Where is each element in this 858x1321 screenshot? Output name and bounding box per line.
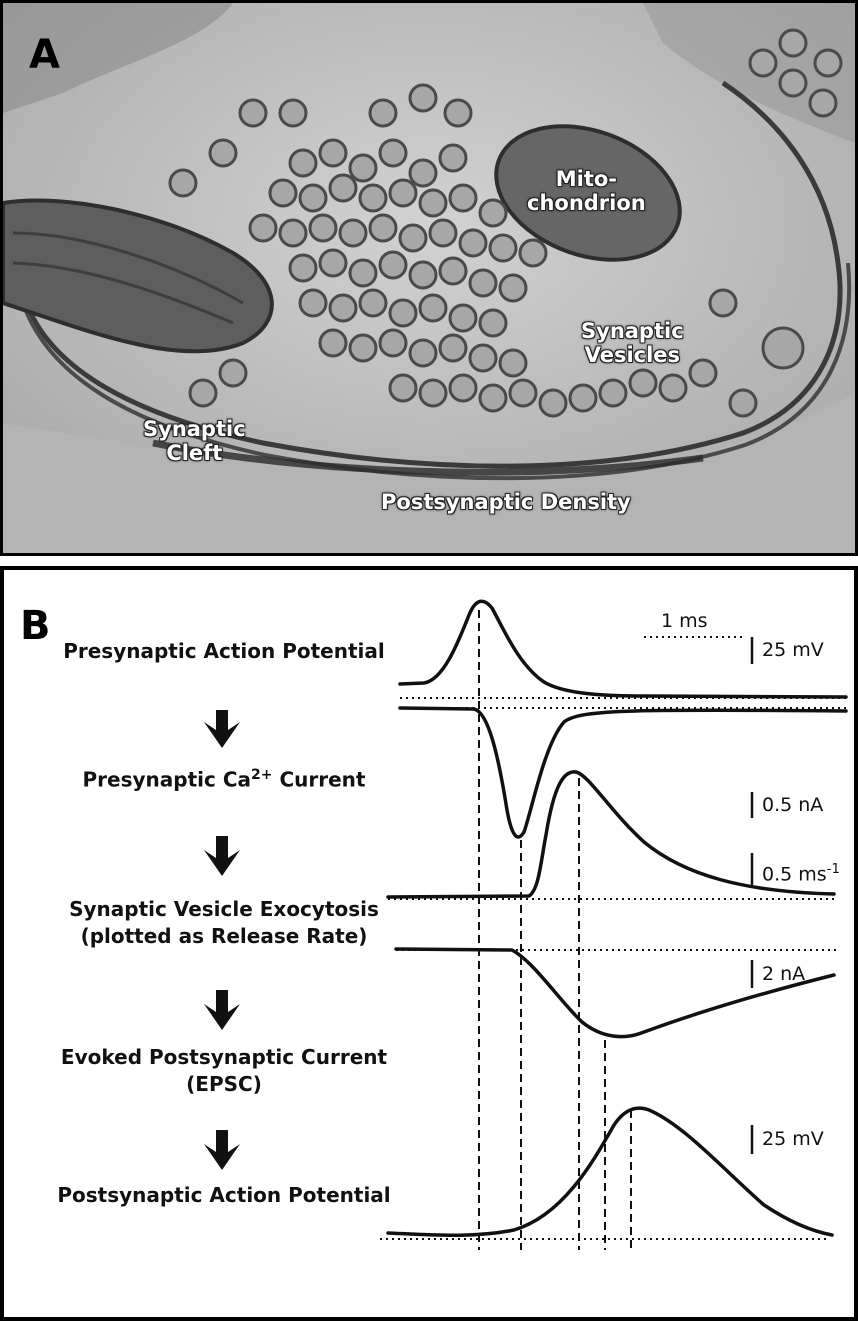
step-epsc-line1: Evoked Postsynaptic Current [4,1044,444,1071]
ca-current-scale-label: 0.5 nA [762,794,823,816]
synaptic-vesicles-label-line2: Vesicles [581,343,684,367]
step-postsynaptic-ap: Postsynaptic Action Potential [4,1182,444,1209]
down-arrow-icon [204,710,240,748]
release-rate-scale-label: 0.5 ms-1 [762,862,840,885]
step-epsc: Evoked Postsynaptic Current (EPSC) [4,1044,444,1098]
release-rate-scale-exponent: -1 [827,862,840,877]
synaptic-cleft-label: Synaptic Cleft [143,417,246,465]
step-ca-current-superscript: 2+ [251,767,272,783]
step-ca-current-text: Presynaptic Ca [83,768,252,792]
step-epsc-line2: (EPSC) [4,1071,444,1098]
postsynaptic-density-label: Postsynaptic Density [381,490,631,514]
release-rate-scale-value: 0.5 ms [762,863,827,885]
down-arrow-icon [204,836,240,876]
electron-micrograph [3,3,855,553]
presynaptic-ap-scale-label: 25 mV [762,639,824,661]
synaptic-cleft-label-line2: Cleft [143,441,246,465]
step-vesicle-exocytosis-line1: Synaptic Vesicle Exocytosis [4,896,444,923]
postsynaptic-ap-scale-label: 25 mV [762,1128,824,1150]
mitochondrion-label: Mito- chondrion [527,167,646,215]
ca-current-trace [400,708,846,837]
panel-b-cascade: B Presynaptic Action Potential Presynapt… [0,566,858,1321]
synaptic-vesicles-label: Synaptic Vesicles [581,319,684,367]
mitochondrion-label-line2: chondrion [527,191,646,215]
mitochondrion-label-line1: Mito- [527,167,646,191]
step-vesicle-exocytosis-line2: (plotted as Release Rate) [4,923,444,950]
down-arrow-icon [204,990,240,1030]
panel-a-micrograph: A Mito- chondrion Synaptic Vesicles Syna… [0,0,858,556]
synaptic-cleft-label-line1: Synaptic [143,417,246,441]
down-arrow-icon [204,1130,240,1170]
time-scale-label: 1 ms [661,610,708,632]
step-ca-current: Presynaptic Ca2+ Current [4,762,444,794]
synaptic-vesicles-label-line1: Synaptic [581,319,684,343]
epsc-scale-label: 2 nA [762,963,805,985]
step-ca-current-suffix: Current [273,768,366,792]
step-vesicle-exocytosis: Synaptic Vesicle Exocytosis (plotted as … [4,896,444,950]
panel-a-letter: A [29,35,60,75]
step-presynaptic-ap: Presynaptic Action Potential [4,638,444,665]
